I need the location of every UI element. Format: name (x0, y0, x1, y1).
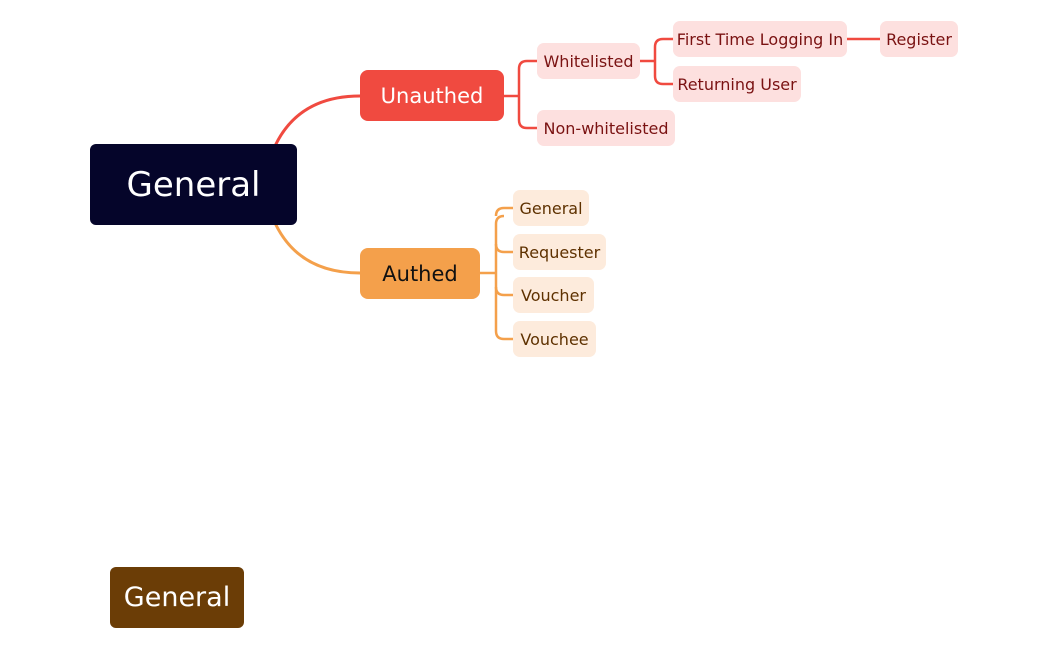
connector-unauthed-whitelisted (517, 59, 537, 96)
subtopic-returning-user-label: Returning User (677, 74, 797, 94)
subtopic-vouchee[interactable]: Vouchee (513, 321, 596, 357)
connector-authed-voucher (494, 286, 513, 297)
floating-topic-general[interactable]: General (110, 567, 244, 628)
connector-authed-general (494, 206, 505, 217)
subtopic-non-whitelisted[interactable]: Non-whitelisted (537, 110, 675, 146)
connector-unauthed-nonwhitelisted (517, 96, 537, 130)
floating-topic-label: General (123, 582, 231, 613)
connector-root-unauthed (274, 94, 362, 146)
central-topic-label: General (126, 164, 261, 205)
subtopic-vouchee-label: Vouchee (520, 329, 589, 349)
subtopic-register[interactable]: Register (880, 21, 958, 57)
connector-authed-spine (494, 214, 505, 341)
topic-unauthed-label: Unauthed (380, 83, 484, 108)
subtopic-non-whitelisted-label: Non-whitelisted (543, 118, 669, 138)
subtopic-general-label: General (519, 198, 583, 218)
topic-authed[interactable]: Authed (360, 248, 480, 299)
central-topic-general[interactable]: General (90, 144, 297, 225)
connector-root-authed (274, 223, 362, 275)
connector-authed-requester (494, 243, 513, 254)
subtopic-register-label: Register (886, 29, 952, 49)
subtopic-whitelisted[interactable]: Whitelisted (537, 43, 640, 79)
subtopic-first-time-logging-in[interactable]: First Time Logging In (673, 21, 847, 57)
subtopic-whitelisted-label: Whitelisted (543, 51, 634, 71)
topic-unauthed[interactable]: Unauthed (360, 70, 504, 121)
subtopic-voucher[interactable]: Voucher (513, 277, 594, 313)
connector-whitelisted-firsttime (653, 37, 673, 61)
subtopic-general[interactable]: General (513, 190, 589, 226)
subtopic-requester[interactable]: Requester (513, 234, 606, 270)
connector-whitelisted-returning (653, 61, 673, 86)
subtopic-requester-label: Requester (518, 242, 601, 262)
subtopic-first-time-label: First Time Logging In (676, 29, 844, 49)
topic-authed-label: Authed (382, 261, 458, 286)
subtopic-voucher-label: Voucher (521, 285, 586, 305)
subtopic-returning-user[interactable]: Returning User (673, 66, 801, 102)
